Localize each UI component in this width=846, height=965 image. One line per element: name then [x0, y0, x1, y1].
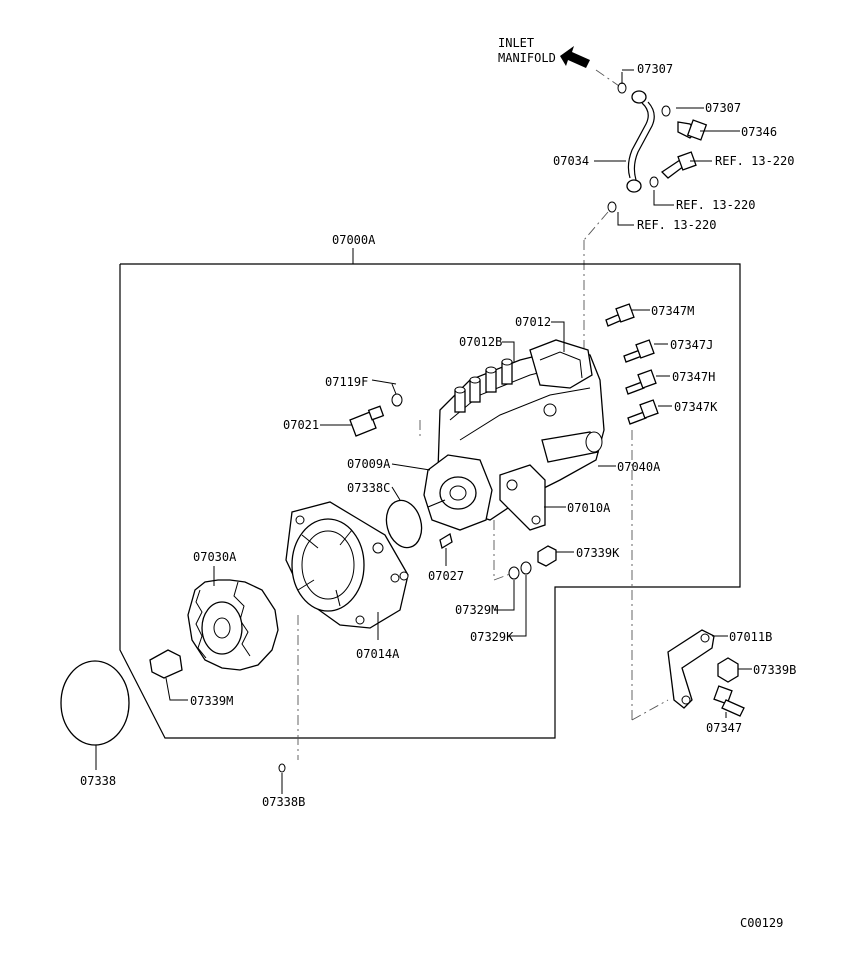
label-07000A: 07000A [332, 233, 376, 247]
label-07012B: 07012B [459, 335, 502, 349]
label-ref-13-220-c: REF. 13-220 [637, 218, 716, 232]
label-07027: 07027 [428, 569, 464, 583]
label-07034: 07034 [553, 154, 589, 168]
label-07010A: 07010A [567, 501, 611, 515]
label-07338: 07338 [80, 774, 116, 788]
label-07347H: 07347H [672, 370, 715, 384]
inlet-manifold-arrow-icon [560, 46, 590, 68]
bolt-07347M [605, 303, 635, 327]
o-ring-07338C [385, 499, 423, 549]
label-07347: 07347 [706, 721, 742, 735]
banjo-bolt-07346 [677, 119, 708, 141]
bolt-07347H [625, 369, 657, 395]
label-07040A: 07040A [617, 460, 661, 474]
label-07329K: 07329K [470, 630, 514, 644]
bolt-07347J [623, 339, 655, 363]
label-07011B: 07011B [729, 630, 772, 644]
label-07009A: 07009A [347, 457, 391, 471]
label-07346: 07346 [741, 125, 777, 139]
gear-housing-07014A [285, 501, 409, 629]
label-07339B: 07339B [753, 663, 796, 677]
label-07347K: 07347K [674, 400, 718, 414]
inlet-label-line1: INLET [498, 36, 534, 50]
label-07338C: 07338C [347, 481, 390, 495]
nut-07339M [149, 649, 183, 679]
label-07307b: 07307 [705, 101, 741, 115]
drive-gear-07030A [187, 579, 279, 671]
label-07347M: 07347M [651, 304, 694, 318]
label-07338B: 07338B [262, 795, 305, 809]
label-ref-13-220-b: REF. 13-220 [676, 198, 755, 212]
label-ref-13-220-a: REF. 13-220 [715, 154, 794, 168]
o-ring-07338B [278, 763, 286, 773]
bolt-07347K [627, 399, 659, 425]
nut-07339B [717, 657, 739, 683]
label-07339K: 07339K [576, 546, 620, 560]
label-07119F: 07119F [325, 375, 368, 389]
inlet-label-line2: MANIFOLD [498, 51, 556, 65]
bolt-07347 [713, 685, 745, 717]
nut-07339K [537, 545, 557, 567]
label-07329M: 07329M [455, 603, 498, 617]
washer-07119F [391, 393, 403, 407]
label-07307a: 07307 [637, 62, 673, 76]
label-07014A: 07014A [356, 647, 400, 661]
banjo-bolt-ref [660, 151, 697, 179]
sensor-07021 [349, 405, 385, 437]
washer-07329M [508, 566, 520, 580]
label-07021: 07021 [283, 418, 319, 432]
fuel-pipe-07034 [617, 82, 671, 193]
key-07027 [439, 532, 453, 550]
assembly-boundary-07000A [119, 263, 741, 739]
label-07030A: 07030A [193, 550, 237, 564]
drawing-code: C00129 [740, 916, 783, 930]
injection-pump-body [423, 339, 605, 531]
label-07012: 07012 [515, 315, 551, 329]
bracket-07011B [667, 629, 715, 709]
washer-07329K [520, 561, 532, 575]
label-07339M: 07339M [190, 694, 233, 708]
label-07347J: 07347J [670, 338, 713, 352]
o-ring-07338 [60, 660, 130, 746]
